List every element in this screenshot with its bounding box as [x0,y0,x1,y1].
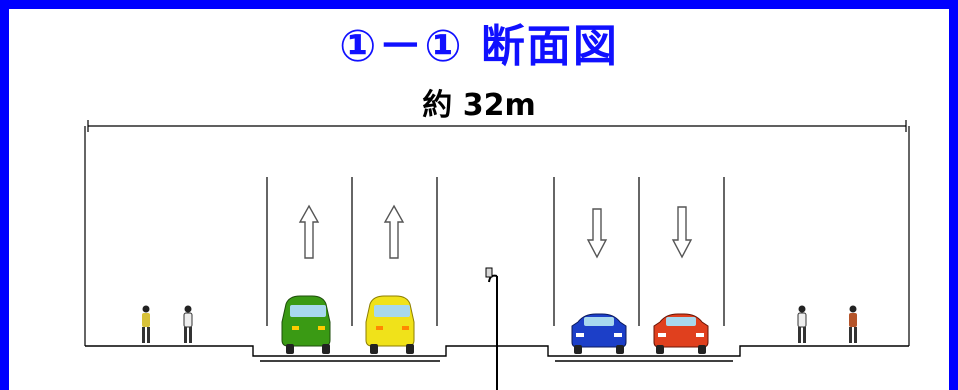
pedestrian-icon [183,305,193,343]
right-of-way-boundary [84,126,910,346]
pedestrian-icon [849,305,857,343]
pedestrian-icon [142,305,150,343]
lane-dividers [266,177,725,326]
up-arrow-icon [383,204,405,259]
green-car [281,295,331,354]
up-arrow-icon [298,204,320,259]
down-arrow-icon [586,208,608,259]
median-light-pole-icon [485,267,498,390]
red-car [653,313,709,354]
pedestrian-icon [797,305,807,343]
down-arrow-icon [671,206,693,259]
diagram-title: ①－① 断面図 [339,21,619,72]
yellow-car [365,295,415,354]
blue-car [571,313,627,354]
road-width-label: 約 32m [422,88,536,123]
width-dimension-line [87,120,907,132]
